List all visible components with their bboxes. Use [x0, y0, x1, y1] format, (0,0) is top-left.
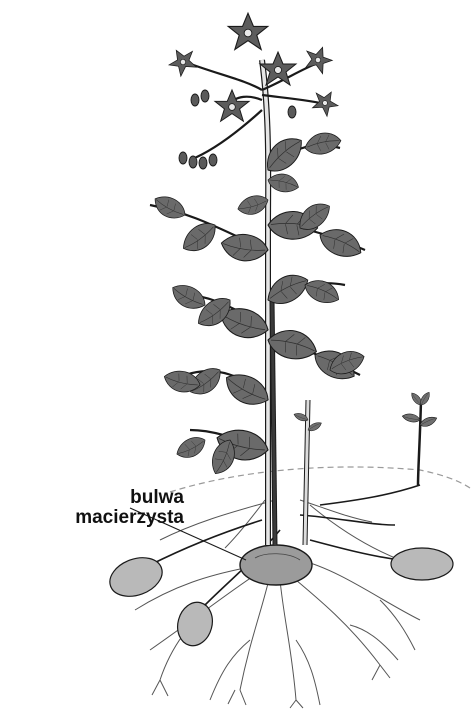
leaf-icon [236, 194, 270, 217]
flower-icon [215, 90, 249, 121]
secondary-shoot [293, 400, 323, 545]
flower-icon [165, 44, 201, 79]
leaf-icon [315, 221, 366, 265]
label-line-2: macierzysta [66, 508, 184, 528]
bud-icon [201, 90, 209, 102]
leaf-icon [177, 218, 222, 257]
flower-icon [301, 43, 335, 75]
foliage [150, 131, 367, 478]
leaf-icon [304, 132, 342, 156]
bud-icon [189, 156, 197, 168]
mother-tuber-label: bulwa macierzysta [66, 488, 184, 528]
mother-tuber [240, 545, 312, 585]
bud-icon [288, 106, 296, 118]
tuber-icon [104, 551, 167, 603]
flower-icon [228, 13, 268, 49]
root-system [135, 500, 420, 708]
leaf-icon [218, 229, 270, 267]
bud-icon [199, 157, 207, 169]
leaf-icon [301, 273, 343, 309]
label-line-1: bulwa [66, 488, 184, 508]
tuber-icon [391, 548, 453, 580]
leaf-icon [173, 434, 208, 461]
bud-icon [179, 152, 187, 164]
bud-icon [209, 154, 217, 166]
young-sprout [401, 391, 438, 485]
leaf-icon [150, 190, 189, 225]
bud-icon [191, 94, 199, 106]
